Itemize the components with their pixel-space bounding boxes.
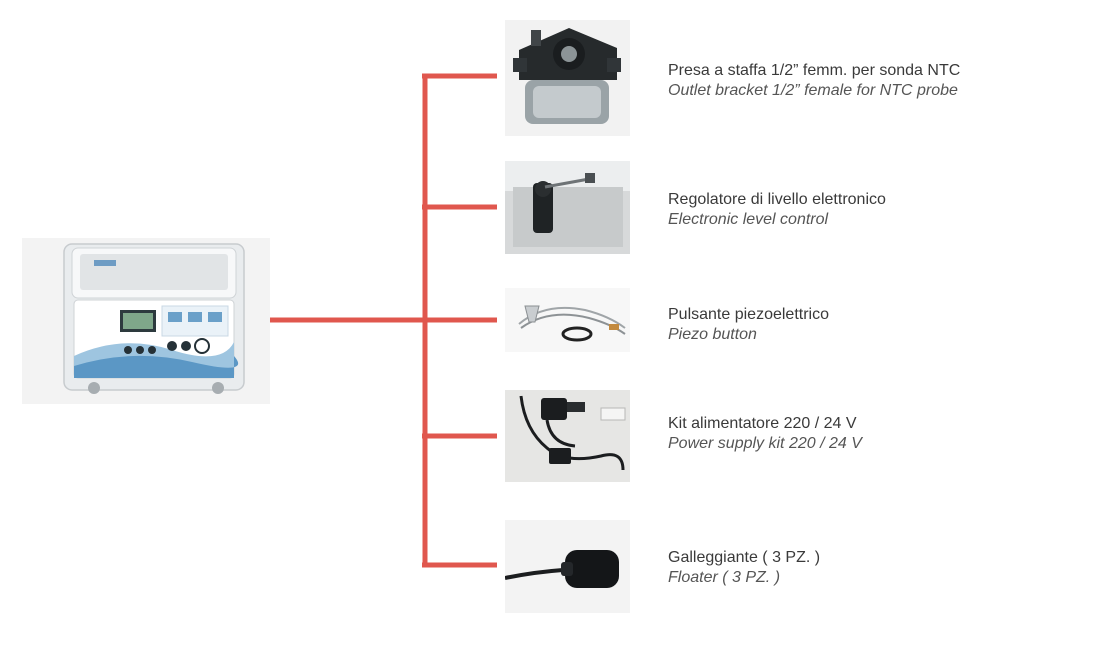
power-supply-icon xyxy=(505,390,630,482)
accessory-label-3: Pulsante piezoelettrico Piezo button xyxy=(668,305,829,345)
accessory-label-2: Regolatore di livello elettronico Electr… xyxy=(668,190,886,230)
bracket-clamp-icon xyxy=(505,20,630,136)
label-italian: Kit alimentatore 220 / 24 V xyxy=(668,415,857,432)
accessory-label-4: Kit alimentatore 220 / 24 V Power supply… xyxy=(668,414,862,454)
label-english: Piezo button xyxy=(668,326,757,343)
accessory-label-1: Presa a staffa 1/2” femm. per sonda NTC … xyxy=(668,61,960,101)
floater-icon xyxy=(505,520,630,613)
label-english: Floater ( 3 PZ. ) xyxy=(668,569,781,586)
control-unit-icon xyxy=(22,238,270,404)
label-italian: Regolatore di livello elettronico xyxy=(668,191,886,208)
label-italian: Presa a staffa 1/2” femm. per sonda NTC xyxy=(668,62,961,79)
piezo-button-icon xyxy=(505,288,630,352)
level-sensor-icon xyxy=(505,161,630,254)
label-english: Outlet bracket 1/2” female for NTC probe xyxy=(668,82,958,99)
label-english: Electronic level control xyxy=(668,211,829,228)
label-italian: Galleggiante ( 3 PZ. ) xyxy=(668,549,821,566)
label-english: Power supply kit 220 / 24 V xyxy=(668,435,862,452)
accessory-label-5: Galleggiante ( 3 PZ. ) Floater ( 3 PZ. ) xyxy=(668,548,820,588)
label-italian: Pulsante piezoelettrico xyxy=(668,306,829,323)
